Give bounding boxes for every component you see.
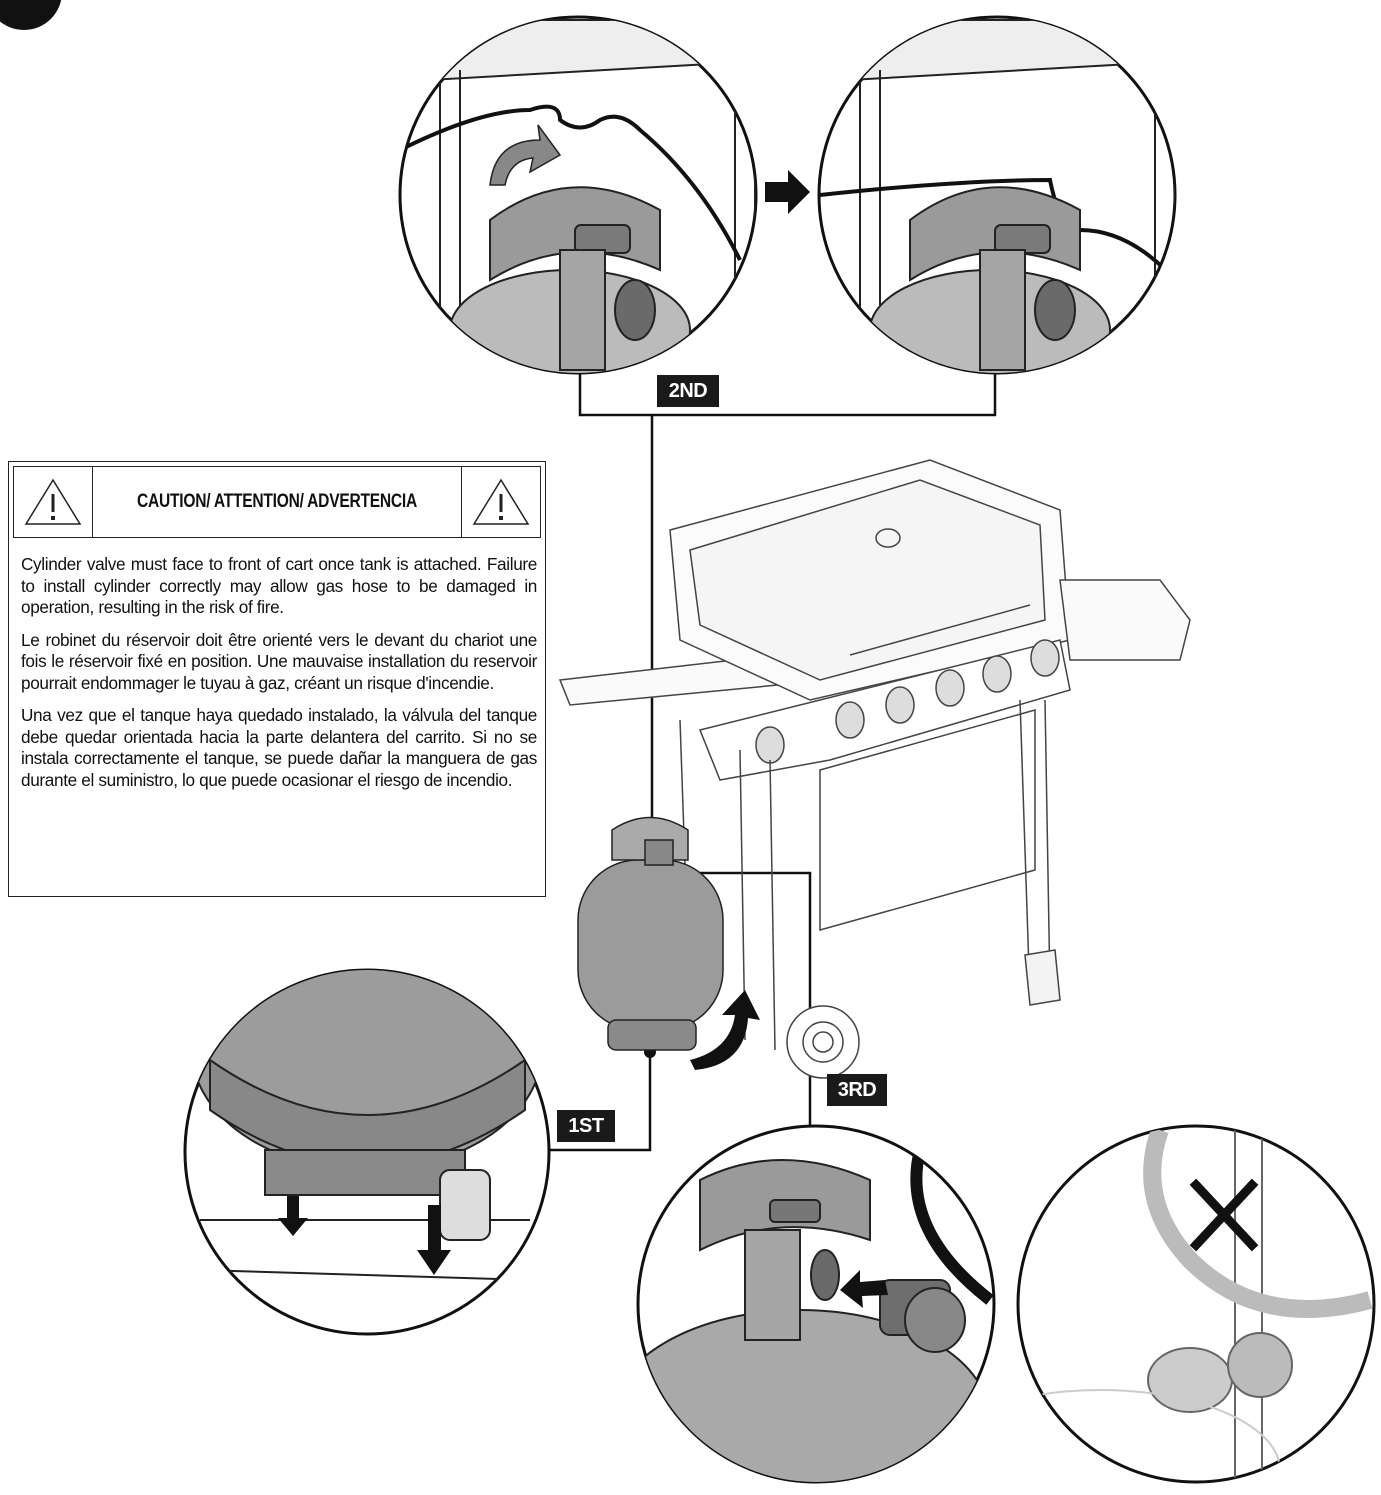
caution-panel: CAUTION/ ATTENTION/ ADVERTENCIA Cylinder… <box>8 461 546 897</box>
step-number-badge <box>0 0 62 30</box>
step-label-second: 2ND <box>657 375 719 407</box>
caution-paragraph-en: Cylinder valve must face to front of car… <box>21 554 537 617</box>
curved-arrow-icon <box>690 990 760 1070</box>
detail-incorrect-install <box>1016 1124 1376 1484</box>
detail-tank-base <box>183 968 551 1336</box>
caution-title: CAUTION/ ATTENTION/ ADVERTENCIA <box>136 491 418 512</box>
caution-header: CAUTION/ ATTENTION/ ADVERTENCIA <box>13 466 541 538</box>
x-mark-icon <box>1189 1178 1259 1252</box>
detail-connect-regulator <box>636 1124 996 1484</box>
right-arrow-icon <box>840 1270 888 1308</box>
caution-paragraph-es: Una vez que el tanque haya quedado insta… <box>21 705 537 790</box>
down-arrow-icon <box>417 1205 451 1275</box>
grill-illustration <box>558 459 1191 1079</box>
down-arrow-icon <box>278 1196 308 1236</box>
warning-triangle-icon <box>14 467 93 537</box>
detail-hose-after <box>817 15 1177 375</box>
caution-text: Cylinder valve must face to front of car… <box>21 554 537 802</box>
curved-arrow-icon <box>489 124 562 186</box>
right-arrow-icon <box>765 170 810 214</box>
propane-tank <box>577 816 724 1051</box>
caution-paragraph-fr: Le robinet du réservoir doit être orient… <box>21 629 537 693</box>
step-label-third: 3RD <box>827 1074 887 1106</box>
detail-hose-before <box>398 15 758 375</box>
step-label-first: 1ST <box>557 1110 615 1142</box>
warning-triangle-icon <box>461 467 540 537</box>
